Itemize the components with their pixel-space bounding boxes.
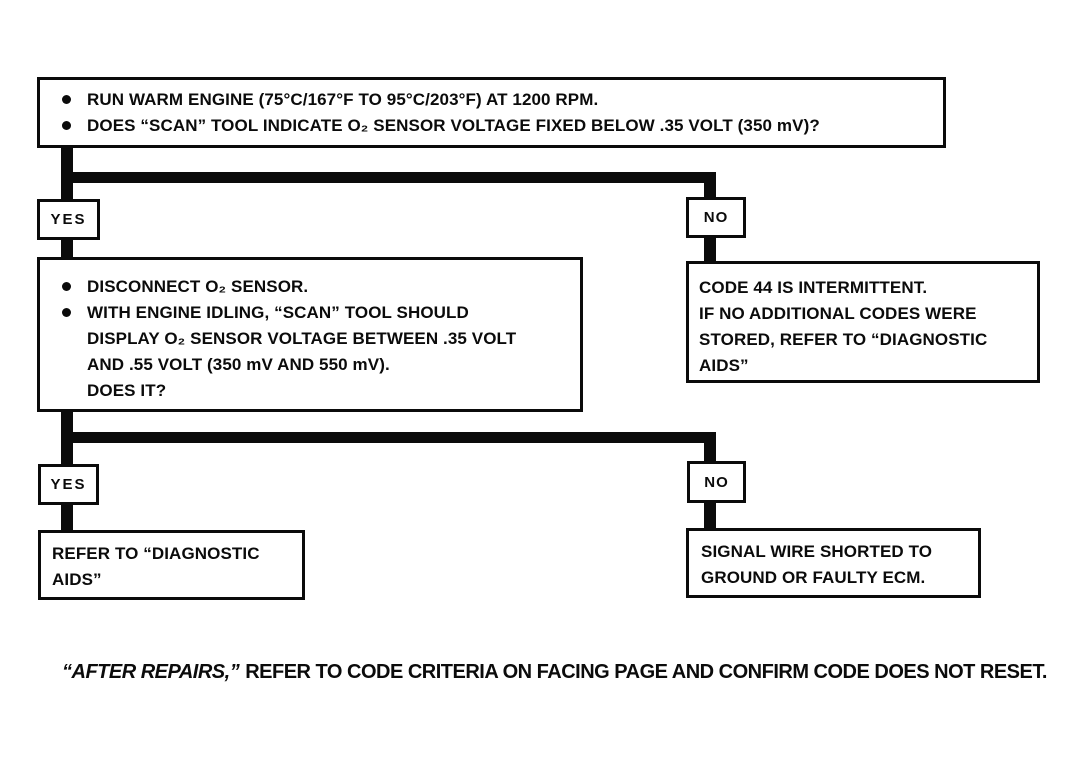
connector-no2-to-signal — [704, 503, 716, 528]
intermittent-box-line-4: AIDS” — [699, 356, 749, 375]
connector-branch2-to-no2 — [704, 432, 716, 461]
signal-wire-box: SIGNAL WIRE SHORTED TO GROUND OR FAULTY … — [686, 528, 981, 598]
diagnostic-aids-line-2: AIDS” — [52, 570, 102, 589]
bullet-icon — [62, 121, 71, 130]
process-box-line-2: WITH ENGINE IDLING, “SCAN” TOOL SHOULD — [87, 303, 469, 322]
intermittent-box-line-2: IF NO ADDITIONAL CODES WERE — [699, 304, 977, 323]
process-box-line-1: DISCONNECT O₂ SENSOR. — [87, 277, 309, 296]
intermittent-box-line-3: STORED, REFER TO “DIAGNOSTIC — [699, 330, 988, 349]
branch1-yes-label: YES — [37, 199, 100, 240]
process-box-line-3: DISPLAY O₂ SENSOR VOLTAGE BETWEEN .35 VO… — [87, 329, 517, 348]
start-box-item: RUN WARM ENGINE (75°C/167°F TO 95°C/203°… — [40, 87, 943, 113]
connector-branch1-to-no1 — [704, 172, 716, 197]
process-box-item: WITH ENGINE IDLING, “SCAN” TOOL SHOULD D… — [40, 300, 580, 404]
connector-no1-to-intermittent — [704, 238, 716, 261]
intermittent-box-line-1: CODE 44 IS INTERMITTENT. — [699, 278, 928, 297]
start-box: RUN WARM ENGINE (75°C/167°F TO 95°C/203°… — [37, 77, 946, 148]
process-box-line-5: DOES IT? — [87, 381, 167, 400]
connector-yes1-to-process — [61, 240, 73, 257]
branch2-yes-label: YES — [38, 464, 99, 505]
connector-branch2-horizontal — [61, 432, 716, 443]
bullet-icon — [62, 308, 71, 317]
footer-quote: “AFTER REPAIRS,” — [62, 661, 240, 683]
branch2-no-label: NO — [687, 461, 746, 503]
bullet-icon — [62, 95, 71, 104]
connector-branch1-horizontal — [61, 172, 716, 183]
diagnostic-aids-box: REFER TO “DIAGNOSTIC AIDS” — [38, 530, 305, 600]
footer-note: “AFTER REPAIRS,”REFER TO CODE CRITERIA O… — [62, 661, 1047, 684]
start-box-item: DOES “SCAN” TOOL INDICATE O₂ SENSOR VOLT… — [40, 113, 943, 139]
start-box-line-2: DOES “SCAN” TOOL INDICATE O₂ SENSOR VOLT… — [87, 116, 820, 135]
branch1-no-label: NO — [686, 197, 746, 238]
signal-wire-line-2: GROUND OR FAULTY ECM. — [701, 568, 926, 587]
process-box-line-4: AND .55 VOLT (350 mV AND 550 mV). — [87, 355, 390, 374]
diagnostic-aids-line-1: REFER TO “DIAGNOSTIC — [52, 544, 260, 563]
footer-text: REFER TO CODE CRITERIA ON FACING PAGE AN… — [245, 661, 1047, 683]
connector-yes2-to-aids — [61, 505, 73, 530]
process-box: DISCONNECT O₂ SENSOR. WITH ENGINE IDLING… — [37, 257, 583, 412]
signal-wire-line-1: SIGNAL WIRE SHORTED TO — [701, 542, 933, 561]
process-box-text: WITH ENGINE IDLING, “SCAN” TOOL SHOULD D… — [87, 300, 516, 404]
intermittent-box: CODE 44 IS INTERMITTENT. IF NO ADDITIONA… — [686, 261, 1040, 383]
start-box-line-1: RUN WARM ENGINE (75°C/167°F TO 95°C/203°… — [87, 90, 599, 109]
bullet-icon — [62, 282, 71, 291]
process-box-item: DISCONNECT O₂ SENSOR. — [40, 274, 580, 300]
